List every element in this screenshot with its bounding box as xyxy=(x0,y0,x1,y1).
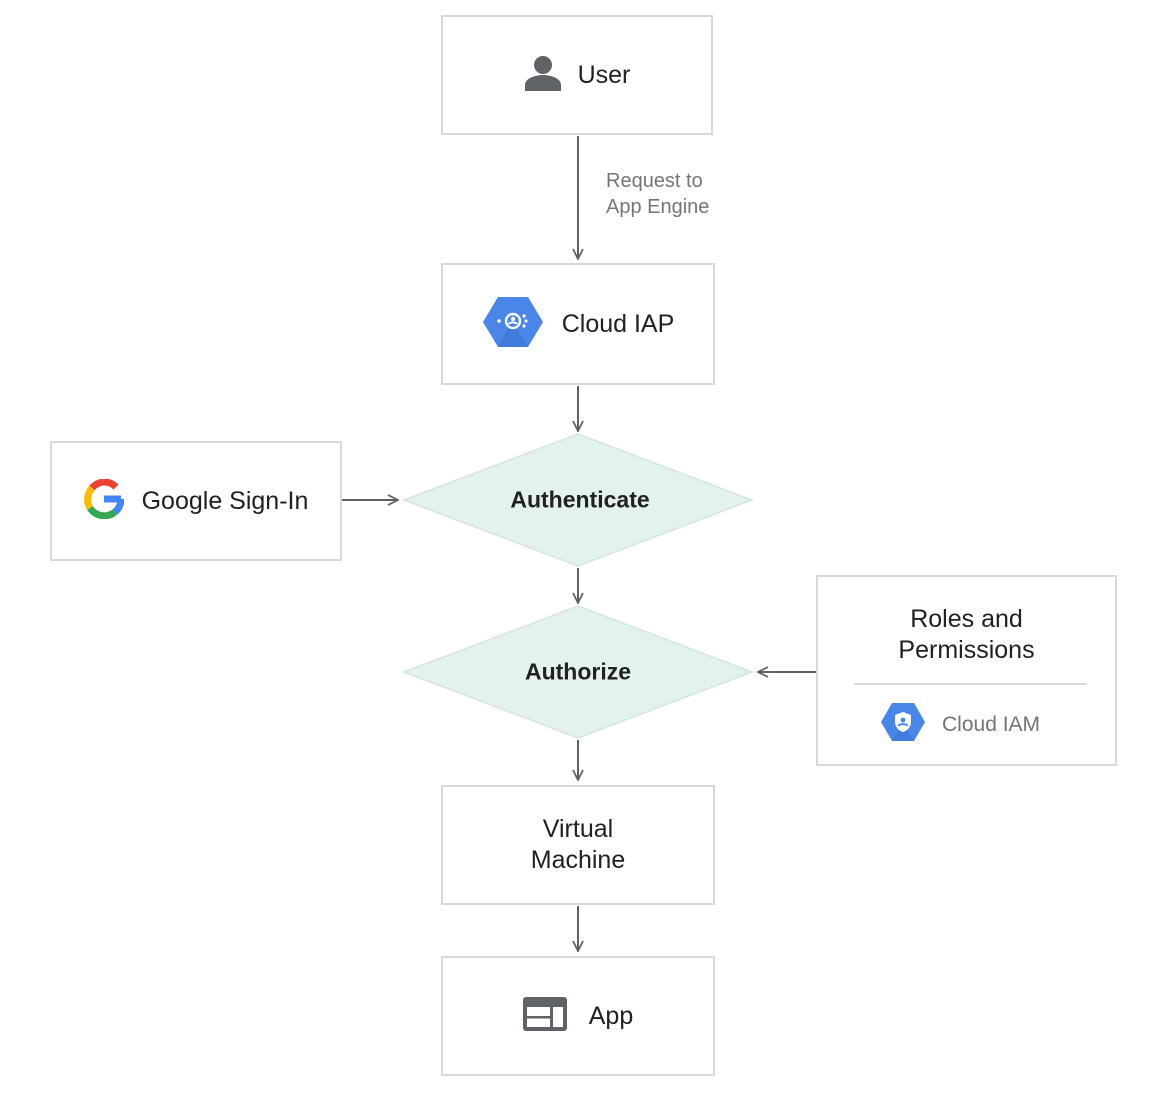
authenticate-diamond[interactable] xyxy=(401,433,755,567)
vm-label-line1: Virtual xyxy=(542,815,614,843)
virtual-machine-box[interactable]: Virtual Machine xyxy=(441,785,715,905)
authenticate-label: Authenticate xyxy=(510,486,650,513)
roles-permissions-label: Roles and Permissions xyxy=(818,604,1115,666)
authorize-diamond[interactable] xyxy=(401,605,755,739)
person-icon xyxy=(524,55,562,96)
vm-label-line2: Machine xyxy=(530,846,626,874)
app-box[interactable]: App xyxy=(441,956,715,1076)
request-edge-label-line1: Request to xyxy=(606,170,703,192)
cloud-iap-box[interactable]: Cloud IAP xyxy=(441,263,715,385)
user-label: User xyxy=(577,60,631,89)
cloud-iap-hexagon-icon xyxy=(482,295,544,354)
cloud-iam-row: Cloud IAM xyxy=(880,702,1040,747)
google-signin-box[interactable]: Google Sign-In xyxy=(50,441,342,561)
roles-label-line2: Permissions xyxy=(898,636,1035,664)
roles-permissions-box[interactable]: Roles and Permissions Cloud IAM xyxy=(816,575,1117,766)
request-edge-label: Request to App Engine xyxy=(606,168,709,220)
google-g-logo-icon xyxy=(83,478,125,524)
cloud-iam-shield-hexagon-icon xyxy=(880,702,926,747)
app-label: App xyxy=(588,1001,634,1030)
virtual-machine-label: Virtual Machine xyxy=(531,814,626,876)
user-box[interactable]: User xyxy=(441,15,713,135)
request-edge-label-line2: App Engine xyxy=(606,196,710,218)
authorize-label: Authorize xyxy=(524,658,632,685)
roles-label-line1: Roles and xyxy=(910,605,1023,633)
roles-divider xyxy=(854,683,1087,685)
cloud-iap-label: Cloud IAP xyxy=(561,309,675,338)
google-signin-label: Google Sign-In xyxy=(141,486,309,515)
cloud-iam-label: Cloud IAM xyxy=(942,712,1041,736)
app-window-icon xyxy=(522,996,567,1036)
